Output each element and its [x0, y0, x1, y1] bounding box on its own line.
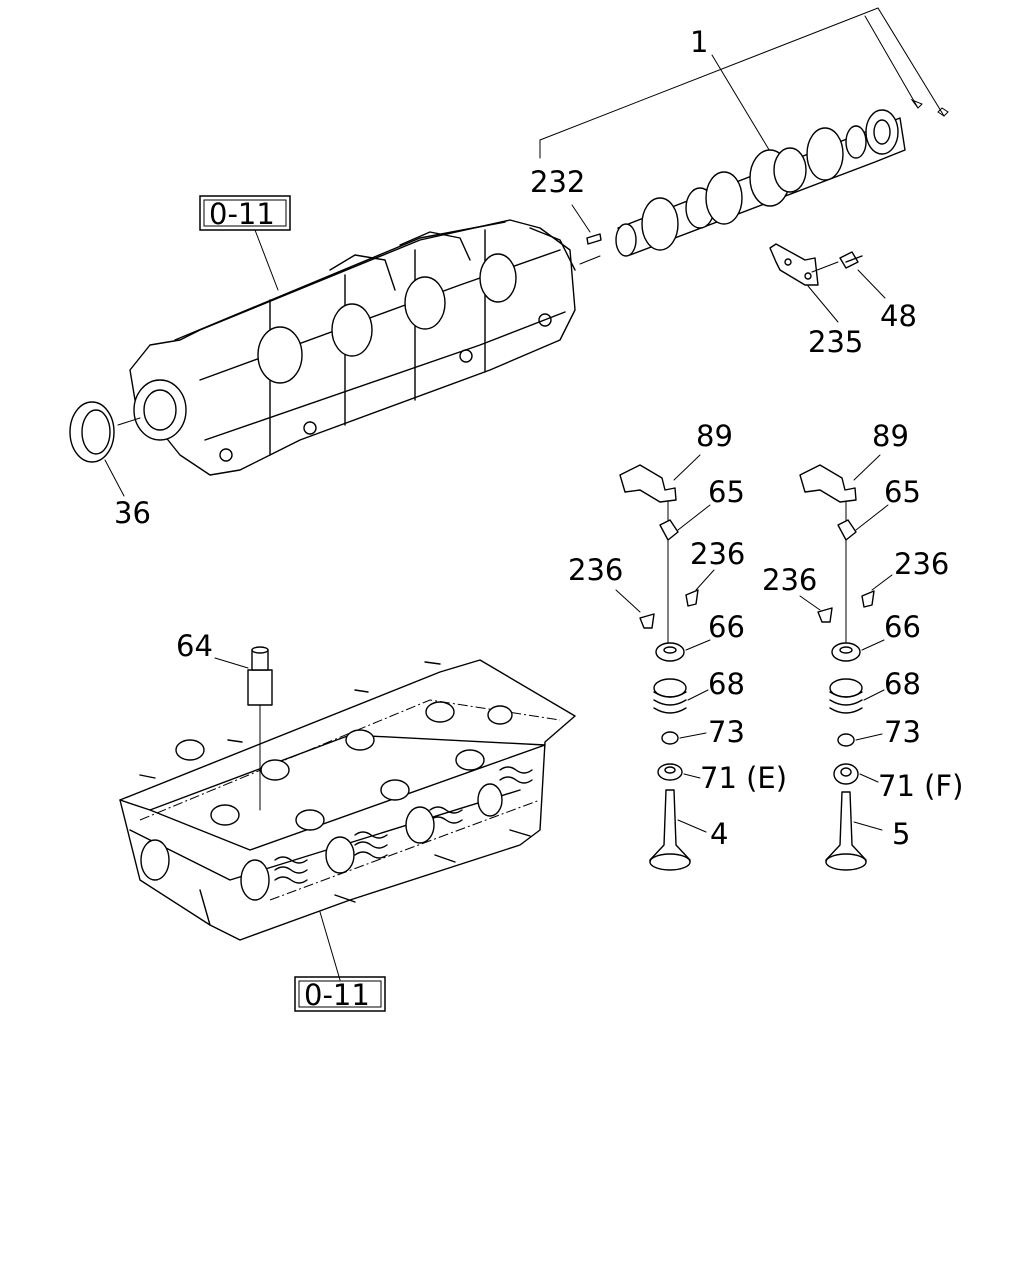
callout-236a-left: 236: [568, 553, 623, 587]
callout-71-left: 71 (E): [700, 761, 787, 795]
callout-labels: 1 232 48 235 36 64 0-11 0-11 89 65 236 2…: [114, 25, 963, 1012]
valve-stack-left: [615, 454, 715, 871]
callout-73-left: 73: [708, 715, 745, 749]
callout-5: 5: [892, 817, 910, 851]
reference-label-bottom[interactable]: 0-11: [304, 978, 370, 1012]
tappet-64: [214, 646, 273, 811]
oil-seal-36: [69, 401, 141, 497]
callout-236b-left: 236: [690, 537, 745, 571]
callout-68-right: 68: [884, 667, 921, 701]
callout-73-right: 73: [884, 715, 921, 749]
camshaft-carrier: [129, 219, 601, 476]
callout-4: 4: [710, 817, 728, 851]
callout-65-left: 65: [708, 475, 745, 509]
bracket-235: [769, 243, 839, 323]
reference-box-top[interactable]: 0-11: [199, 195, 291, 231]
callout-1: 1: [690, 25, 708, 59]
bolt-48: [811, 251, 886, 299]
camshaft: [615, 109, 906, 257]
callout-36: 36: [114, 496, 151, 530]
callout-68-left: 68: [708, 667, 745, 701]
cylinder-head: [119, 659, 576, 941]
valve-stack-right: [799, 454, 893, 871]
camshaft-group: [539, 7, 949, 323]
reference-label-top[interactable]: 0-11: [209, 197, 275, 231]
callout-65-right: 65: [884, 475, 921, 509]
callout-236b-right: 236: [894, 547, 949, 581]
callout-71-right: 71 (F): [878, 769, 963, 803]
callout-89-left: 89: [696, 419, 733, 453]
callout-66-left: 66: [708, 610, 745, 644]
callout-64: 64: [176, 629, 213, 663]
callout-66-right: 66: [884, 610, 921, 644]
camshaft-pin: [571, 204, 602, 245]
callout-235: 235: [808, 325, 863, 359]
reference-box-bottom[interactable]: 0-11: [294, 976, 386, 1012]
callout-232: 232: [530, 165, 585, 199]
callout-236a-right: 236: [762, 563, 817, 597]
callout-48: 48: [880, 299, 917, 333]
callout-89-right: 89: [872, 419, 909, 453]
